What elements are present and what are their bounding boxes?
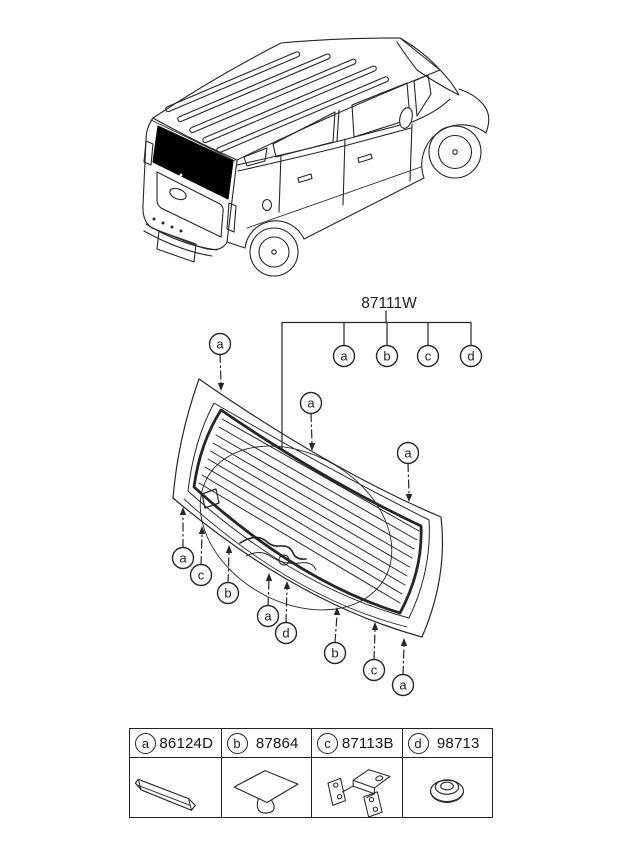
- svg-text:b: b: [331, 646, 338, 661]
- vehicle-rear-wheel: [249, 227, 299, 277]
- vehicle-roof-ribs: [165, 51, 389, 154]
- defroster-lines: [198, 418, 420, 604]
- legend-header-c[interactable]: c 87113B: [311, 729, 402, 757]
- callout-a-bottom-left[interactable]: a: [171, 507, 195, 570]
- legend-icon-cell-d: [401, 757, 492, 817]
- vehicle-side-mirror: [399, 107, 413, 129]
- moulding-strip-icon: [135, 778, 197, 811]
- callout-c-bottom-right[interactable]: c: [362, 622, 386, 682]
- part-number-label: 87111W: [361, 295, 417, 312]
- glass-panel-outline: [172, 378, 444, 638]
- svg-text:c: c: [425, 349, 432, 364]
- part-number-a: 86124D: [159, 734, 214, 752]
- callout-b-bottom-right[interactable]: b: [323, 607, 347, 665]
- svg-text:b: b: [383, 349, 390, 364]
- callout-a-bottom-mid[interactable]: a: [256, 573, 280, 628]
- svg-text:a: a: [340, 349, 348, 364]
- callout-a-top-left[interactable]: a: [208, 332, 232, 392]
- callout-letter-badge-d: d: [407, 732, 429, 754]
- mounting-bracket-icon: [327, 768, 391, 817]
- vehicle-fuel-door: [261, 198, 273, 212]
- legend-table: a 86124D b 87864 c 87113B d 98713: [129, 728, 493, 818]
- svg-text:a: a: [404, 446, 412, 461]
- legend-icon-cell-a: [130, 757, 221, 817]
- part-number-c: 87113B: [341, 734, 394, 752]
- glass-edge: [187, 402, 430, 619]
- callout-letter-badge-b: b: [226, 732, 248, 754]
- legend-header-a[interactable]: a 86124D: [130, 729, 221, 757]
- callout-a-top-mid[interactable]: a: [299, 391, 323, 452]
- svg-text:d: d: [282, 626, 289, 641]
- rear-glass-diagram: a a a a c: [171, 332, 444, 697]
- part-number-b: 87864: [255, 734, 299, 752]
- vehicle-door-handles: [297, 153, 373, 184]
- callout-d-bottom-mid[interactable]: d: [274, 581, 298, 645]
- callout-b-bottom-left[interactable]: b: [216, 545, 240, 605]
- vehicle-badge: [169, 187, 187, 201]
- vehicle-illustration: [142, 37, 490, 277]
- svg-text:a: a: [399, 678, 407, 693]
- vehicle-taillights: [143, 140, 237, 233]
- legend-icon-cell-c: [311, 757, 402, 817]
- glass-side-tab: [201, 488, 220, 509]
- vehicle-rear-glass-highlight: [152, 125, 234, 200]
- callout-letter-badge-c: c: [317, 732, 338, 754]
- vehicle-bumper-sensors: [152, 217, 183, 233]
- bracket-callout-a[interactable]: a: [332, 344, 356, 368]
- grommet-icon: [430, 778, 465, 803]
- part-number-bracket: 87111W a b c d: [281, 295, 483, 450]
- part-number-d: 98713: [436, 734, 480, 752]
- svg-text:c: c: [198, 568, 205, 583]
- vehicle-front-wheel: [428, 125, 482, 179]
- legend-header-d[interactable]: d 98713: [401, 729, 493, 757]
- svg-text:a: a: [307, 396, 315, 411]
- legend-icon-cell-b: [220, 757, 311, 817]
- callout-a-bottom-far-right[interactable]: a: [391, 638, 415, 697]
- bracket-callout-b[interactable]: b: [375, 344, 399, 368]
- glass-antenna-oval: [199, 445, 393, 611]
- svg-text:d: d: [467, 349, 474, 364]
- svg-text:c: c: [371, 663, 378, 678]
- wiper-cutout: [239, 536, 317, 571]
- svg-text:a: a: [264, 609, 272, 624]
- glass-pad-icon: [233, 769, 299, 814]
- legend-header-b[interactable]: b 87864: [220, 729, 312, 757]
- callout-c-bottom-left[interactable]: c: [189, 526, 213, 587]
- vehicle-license-plate: [156, 230, 197, 263]
- glass-frit-band: [192, 408, 423, 615]
- svg-text:a: a: [179, 551, 187, 566]
- bracket-callout-d[interactable]: d: [459, 344, 483, 368]
- callout-letter-badge-a: a: [135, 732, 156, 754]
- svg-text:a: a: [216, 337, 224, 352]
- bracket-callout-c[interactable]: c: [416, 344, 440, 368]
- svg-text:b: b: [224, 586, 231, 601]
- vehicle-windshield: [396, 37, 460, 96]
- callout-a-right[interactable]: a: [396, 441, 420, 503]
